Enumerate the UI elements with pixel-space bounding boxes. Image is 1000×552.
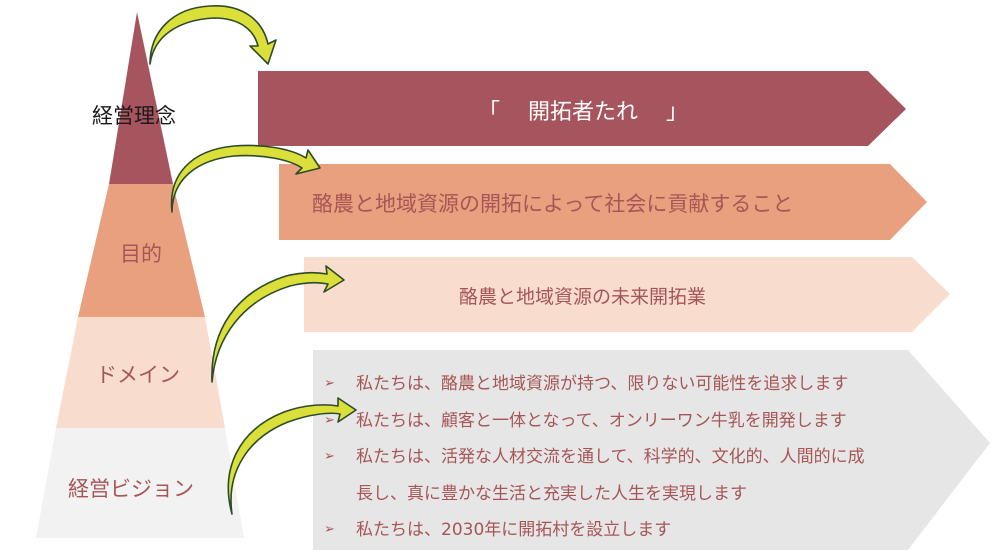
domain-text: 酪農と地域資源の未来開拓業 [459,286,707,308]
vision-item: ➢ 私たちは、活発な人材交流を通して、科学的、文化的、人間的に成 長し、真に豊か… [324,439,865,512]
vision-item-text: 私たちは、2030年に開拓村を設立します [356,520,672,540]
pyramid-label-domain: ドメイン [96,363,180,387]
pyramid-tier-vision [36,428,244,538]
vision-item-text: 私たちは、酪農と地域資源が持つ、限りない可能性を追求します [356,374,849,394]
curved-arrow-icon [227,397,357,515]
band-purpose [279,164,927,240]
curved-arrow-icon [170,144,321,213]
purpose-text: 酪農と地域資源の開拓によって社会に貢献すること [312,192,794,216]
close-quote: 」 [666,100,689,125]
curved-arrow-icon [211,265,345,383]
band-domain [304,257,950,332]
pyramid-label-philosophy: 経営理念 [92,104,176,128]
pyramid-label-vision: 経営ビジョン [68,477,194,501]
arrowhead-bullet-icon: ➢ [324,412,335,428]
vision-item-text: 私たちは、顧客と一体となって、オンリーワン牛乳を開発します [356,410,847,431]
pyramid-label-purpose: 目的 [120,242,162,266]
vision-item-text: 私たちは、活発な人材交流を通して、科学的、文化的、人間的に成 [356,447,865,467]
curved-arrow-icon [149,5,277,65]
open-quote: 「 [478,100,501,125]
vision-list: ➢ 私たちは、酪農と地域資源が持つ、限りない可能性を追求します ➢ 私たちは、顧… [324,366,865,549]
vision-item: ➢ 私たちは、顧客と一体となって、オンリーワン牛乳を開発します [324,403,865,440]
band-vision [313,350,990,550]
vision-item-continuation: 長し、真に豊かな生活と充実した人生を実現します [356,483,747,504]
arrowhead-bullet-icon: ➢ [324,376,335,391]
pyramid-tier-philosophy [109,12,173,184]
vision-item: ➢ 私たちは、酪農と地域資源が持つ、限りない可能性を追求します [324,366,865,403]
vision-item: ➢ 私たちは、2030年に開拓村を設立します [324,512,865,549]
arrowhead-bullet-icon: ➢ [324,522,335,537]
pyramid-tier-domain [56,317,225,428]
philosophy-text: 「 開拓者たれ 」 [478,94,688,126]
philosophy-motto: 開拓者たれ [528,100,639,125]
arrowhead-bullet-icon: ➢ [324,449,335,464]
band-philosophy [258,71,906,146]
pyramid-tier-purpose [78,184,205,317]
